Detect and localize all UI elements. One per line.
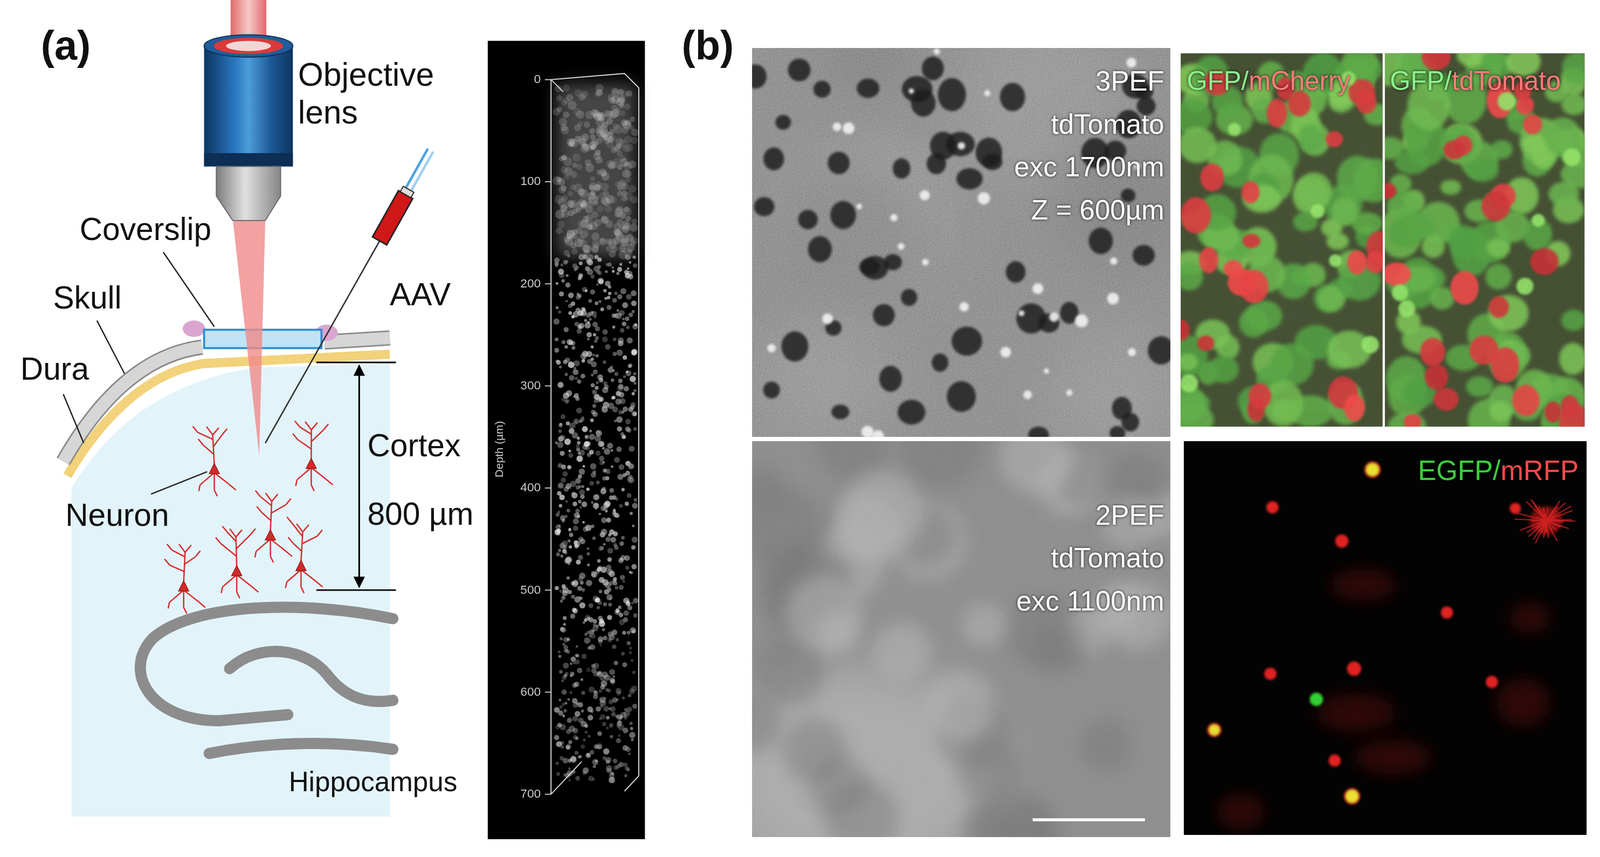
part-label: Objective lens <box>298 56 452 131</box>
panel-text-group: EGFP/mRFP <box>1183 440 1588 488</box>
microscopy-image-panel: GFP/mCherry <box>1180 52 1383 427</box>
part-label: Dura <box>20 352 89 388</box>
panel-caption: exc 1100nm <box>757 579 1164 623</box>
part-label: Neuron <box>65 498 169 534</box>
microscopy-image-panel: 3PEFtdTomatoexc 1700nmZ = 600µm <box>752 47 1171 437</box>
depth-stack-image <box>487 40 646 839</box>
dimension-label: 800 µm <box>367 497 474 533</box>
panel-caption: EGFP/ <box>1417 454 1501 486</box>
cortex-dimension <box>316 362 397 590</box>
dura-layer <box>67 354 390 476</box>
axis-tick-label: 600 <box>520 685 541 699</box>
stack-haze <box>556 83 637 258</box>
neuron-symbol <box>285 516 323 593</box>
objective-lens-drawing <box>204 34 294 221</box>
panel-caption: GFP/ <box>1389 65 1452 96</box>
stack-cells <box>552 84 639 784</box>
panel-caption: mRFP <box>1500 454 1579 486</box>
panel-text-group: 2PEFtdTomatoexc 1100nm <box>752 440 1171 623</box>
coverslip-glass <box>204 329 322 348</box>
stack-box-outline <box>550 73 639 794</box>
microscopy-image-panel: GFP/tdTomato <box>1384 52 1585 427</box>
axis-tick-label: 400 <box>520 480 541 495</box>
part-label: Coverslip <box>79 212 212 248</box>
panel-caption: exc 1700nm <box>757 146 1164 190</box>
skull-layer <box>63 338 390 462</box>
depth-ticks <box>545 79 551 795</box>
image-texture <box>1384 52 1585 427</box>
panel-caption: tdTomato <box>757 102 1164 147</box>
image-texture <box>1183 440 1588 836</box>
neuron-group <box>164 421 333 614</box>
panel-text-group: GFP/tdTomato <box>1384 52 1585 98</box>
axis-title: Depth (µm) <box>492 421 506 478</box>
axis-tick-label: 700 <box>520 787 541 801</box>
part-label: Hippocampus <box>288 767 458 798</box>
part-label: Cortex <box>367 428 461 464</box>
laser-cone <box>232 218 266 455</box>
panel-caption: Z = 600µm <box>757 188 1164 232</box>
panel-text-group: 3PEFtdTomatoexc 1700nmZ = 600µm <box>752 47 1171 232</box>
hippocampus-drawing <box>140 607 393 754</box>
panel-caption: 3PEF <box>757 60 1164 104</box>
neuron-symbol <box>192 426 237 496</box>
neuron-symbol <box>215 526 259 599</box>
neuron-symbol <box>164 543 206 614</box>
panel-caption: 2PEF <box>757 493 1164 537</box>
panel-text-group: GFP/mCherry <box>1180 52 1383 98</box>
panel-caption: mCherry <box>1248 65 1351 96</box>
microscopy-image-panel: EGFP/mRFP <box>1183 440 1588 836</box>
aav-syringe <box>372 146 438 245</box>
axis-tick-label: 0 <box>534 72 542 87</box>
axis-tick-label: 500 <box>520 583 541 597</box>
panel-caption: GFP/ <box>1186 65 1249 96</box>
panel-caption: tdTomato <box>757 536 1164 581</box>
microscopy-image-panel: 2PEFtdTomatoexc 1100nm <box>752 440 1171 837</box>
injection-needle <box>265 240 380 444</box>
axis-tick-label: 100 <box>520 174 541 189</box>
image-texture <box>752 47 1171 437</box>
axis-tick-label: 300 <box>520 378 541 393</box>
part-label: Skull <box>52 280 122 316</box>
glue-blob <box>182 320 206 337</box>
image-texture <box>1180 52 1383 427</box>
neuron-symbol <box>292 421 333 492</box>
scale-bar <box>1032 817 1146 822</box>
axis-tick-label: 200 <box>520 277 541 291</box>
panel-letter: (b) <box>681 22 734 68</box>
neuron-symbol <box>254 490 293 563</box>
panel-caption: tdTomato <box>1451 65 1561 96</box>
part-label: AAV <box>389 277 451 313</box>
panel-letter: (a) <box>40 22 92 68</box>
